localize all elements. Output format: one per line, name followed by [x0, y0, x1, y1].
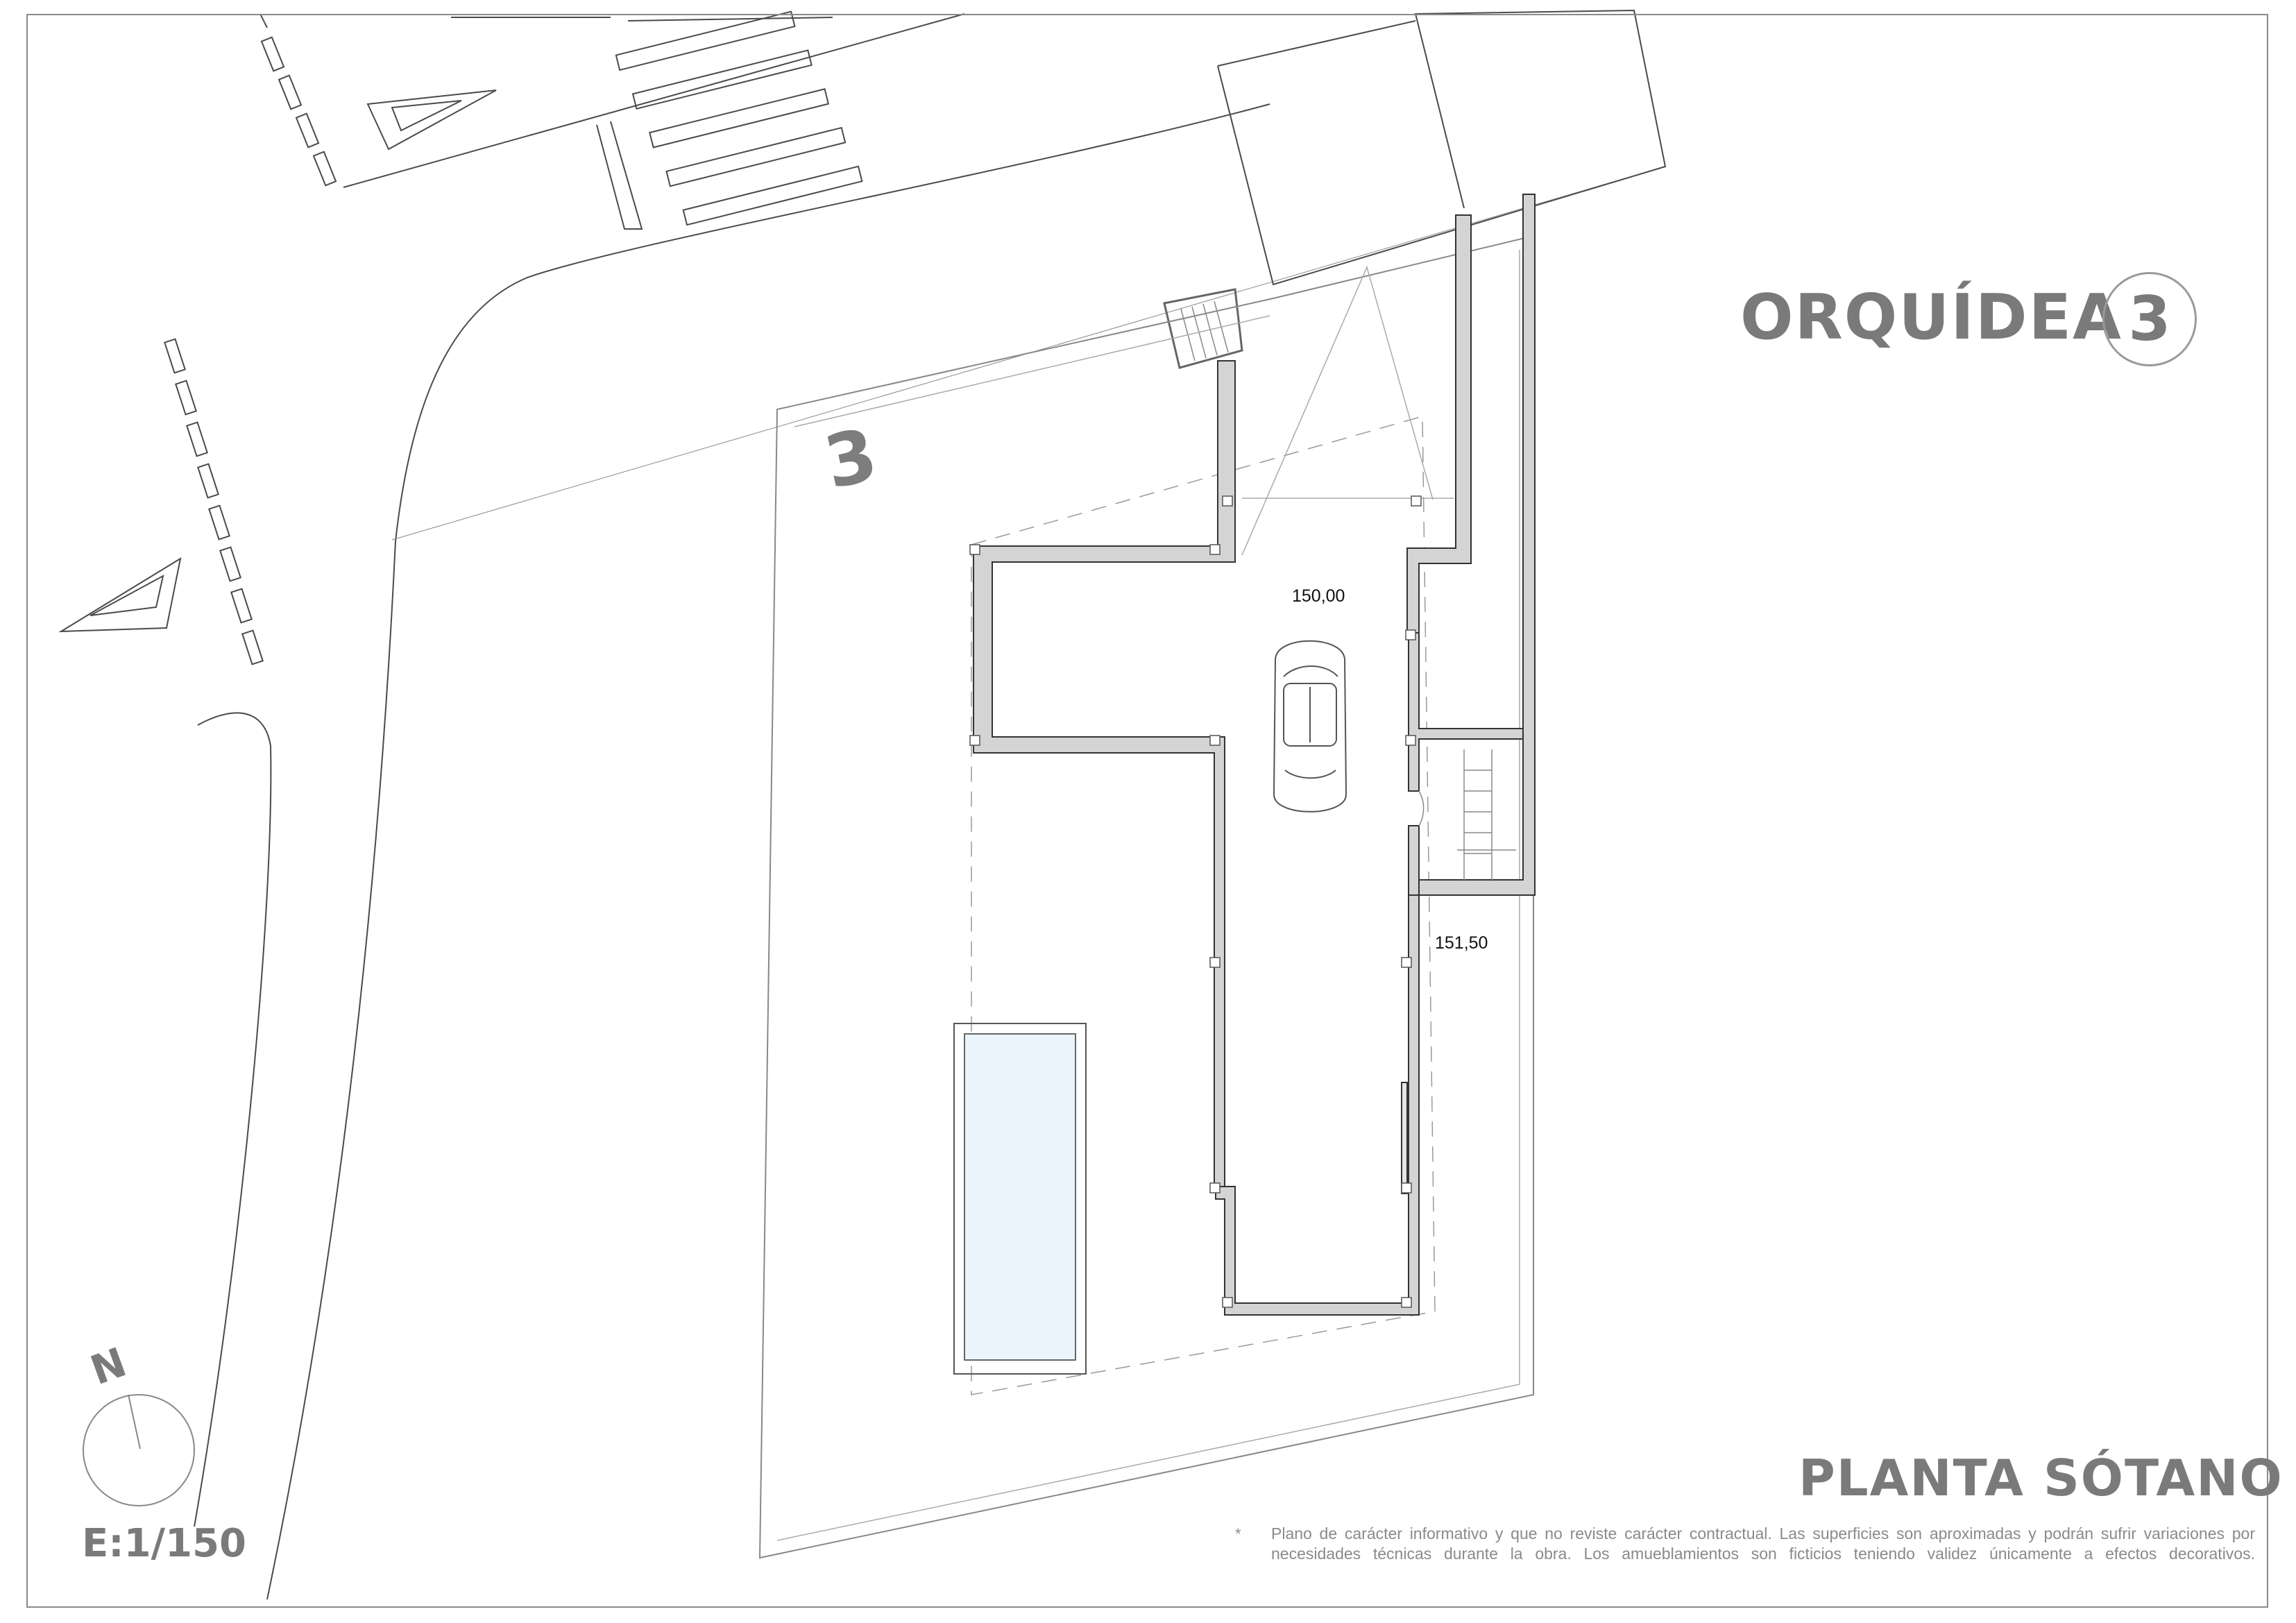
- ramp-lines: [1241, 265, 1454, 556]
- pool-water: [964, 1033, 1076, 1361]
- car-icon: [1273, 640, 1347, 813]
- disclaimer-marker: *: [1235, 1525, 1241, 1543]
- wall-core-low: [1408, 825, 1420, 896]
- wall-north-east: [1406, 214, 1472, 634]
- level-label-upper: 150,00: [1292, 586, 1345, 606]
- crosswalk: [615, 10, 863, 226]
- wall-south: [1215, 894, 1420, 1316]
- north-arrow-icon: [83, 1394, 195, 1506]
- road-line-top2: [627, 17, 833, 22]
- disclaimer-text: Plano de carácter informativo y que no r…: [1271, 1524, 2255, 1563]
- wall-main-outline: [973, 360, 1236, 1187]
- stair-core: [1418, 749, 1516, 881]
- road-edge-curb: [194, 712, 272, 1527]
- entrance-stair: [1163, 288, 1243, 369]
- lane-marks-top: [260, 13, 337, 187]
- columns: [969, 495, 1422, 1308]
- setback-line: [971, 416, 1436, 1395]
- level-label-lower: 151,50: [1435, 933, 1488, 953]
- crosswalk-edge: [596, 121, 643, 230]
- wall-east-thin: [1401, 1082, 1408, 1194]
- project-title: ORQUÍDEA: [1740, 281, 2123, 354]
- road-edge-top: [343, 13, 965, 188]
- lane-marks-left: [164, 338, 264, 665]
- road-edge-left: [266, 103, 1270, 1600]
- door-swing: [1418, 790, 1425, 826]
- project-number-badge: 3: [2102, 272, 2197, 366]
- floor-name: PLANTA SÓTANO: [1798, 1449, 2284, 1507]
- plot-inner: [776, 250, 1520, 1541]
- wall-core: [1408, 632, 1524, 792]
- neighbour-plot: [1217, 9, 1667, 286]
- pool-outer: [953, 1023, 1087, 1375]
- arrow-triangle-top: [366, 90, 497, 151]
- arrow-triangle-left: [58, 556, 182, 633]
- scale-label: E:1/150: [82, 1521, 246, 1566]
